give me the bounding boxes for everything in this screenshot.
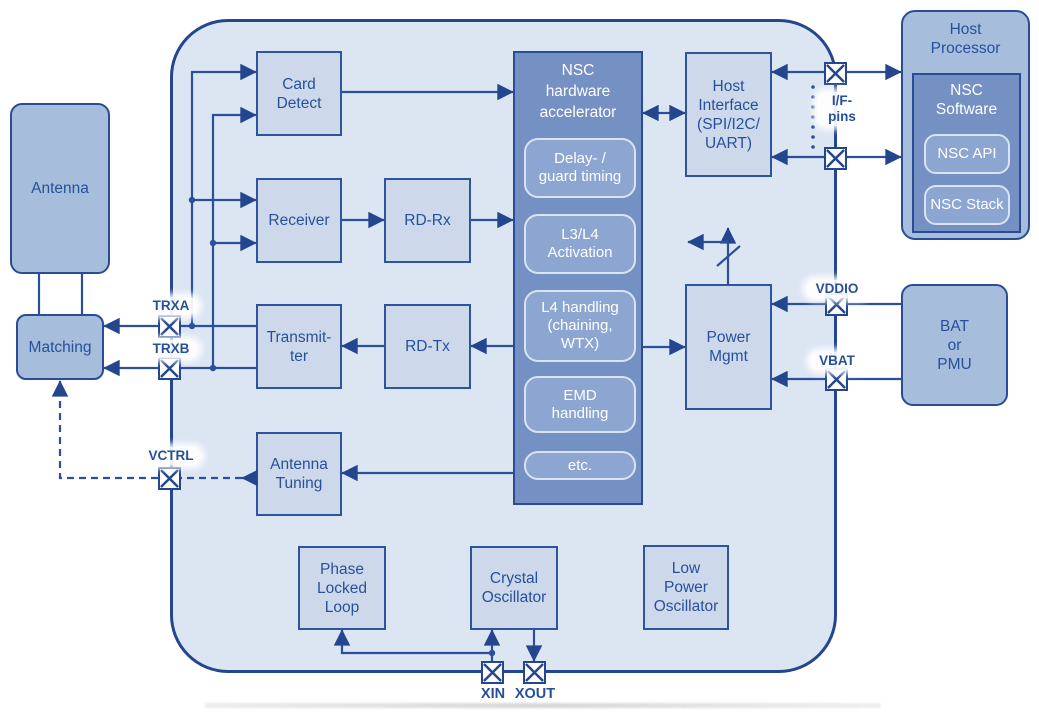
pin-vbat <box>824 367 848 391</box>
bat-or-pmu-label: BAT or PMU <box>937 317 972 373</box>
host-interface-block: Host Interface (SPI/I2C/ UART) <box>685 52 772 177</box>
low-power-oscillator-label: Low Power Oscillator <box>653 560 719 615</box>
pin-if-2 <box>823 146 847 170</box>
pin-trxb <box>158 356 181 380</box>
nsc-software-title: NSC Software <box>935 82 998 118</box>
cropped-caption-strip <box>205 703 881 708</box>
rd-tx-label: RD-Tx <box>405 338 450 355</box>
pin-label-trxa: TRXA <box>144 297 198 315</box>
antenna-label: Antenna <box>31 180 89 197</box>
antenna-tuning-label: Antenna Tuning <box>270 456 328 492</box>
receiver-label: Receiver <box>268 212 330 229</box>
nsc-software-block: NSC Software NSC API NSC Stack <box>912 73 1021 233</box>
antenna-tuning-block: Antenna Tuning <box>256 432 342 516</box>
accel-function-l4-handling: L4 handling (chaining, WTX) <box>524 290 636 362</box>
nsc-hardware-accelerator-block: NSC hardware accelerator Delay- / guard … <box>513 51 643 505</box>
matching-block: Matching <box>16 314 104 380</box>
pin-if-1 <box>823 61 847 85</box>
rd-rx-block: RD-Rx <box>384 178 471 263</box>
card-detect-label: Card Detect <box>276 75 322 112</box>
low-power-oscillator-block: Low Power Oscillator <box>643 545 729 630</box>
accel-function-delay-guard-timing: Delay- / guard timing <box>524 138 636 198</box>
host-processor-title: Host Processor <box>930 21 1001 57</box>
pin-label-vbat: VBAT <box>810 352 864 370</box>
pin-vctrl <box>158 466 181 490</box>
pin-xout <box>522 660 546 684</box>
nsc-api-block: NSC API <box>924 134 1010 174</box>
crystal-oscillator-label: Crystal Oscillator <box>481 570 547 606</box>
pin-trxa <box>158 314 181 338</box>
nsc-stack-block: NSC Stack <box>924 185 1010 225</box>
power-mgmt-label: Power Mgmt <box>706 329 751 365</box>
bat-or-pmu-block: BAT or PMU <box>901 284 1008 406</box>
crystal-oscillator-block: Crystal Oscillator <box>470 546 558 630</box>
rd-tx-block: RD-Tx <box>384 304 471 389</box>
transmitter-label: Transmit- ter <box>266 328 332 365</box>
pin-xin <box>480 660 504 684</box>
transmitter-block: Transmit- ter <box>256 304 342 389</box>
antenna-block: Antenna <box>10 103 110 274</box>
receiver-block: Receiver <box>256 178 342 263</box>
nsc-hardware-accelerator-title: NSC hardware accelerator <box>539 62 617 121</box>
card-detect-block: Card Detect <box>256 51 342 136</box>
accel-function-emd-handling: EMD handling <box>524 376 636 433</box>
phase-locked-loop-block: Phase Locked Loop <box>298 546 386 630</box>
host-interface-label: Host Interface (SPI/I2C/ UART) <box>697 77 760 152</box>
accel-function-etc: etc. <box>524 451 636 480</box>
pin-label-if-pins: I/F- pins <box>817 92 867 126</box>
pin-label-trxb: TRXB <box>144 340 198 358</box>
rd-rx-label: RD-Rx <box>404 212 451 229</box>
phase-locked-loop-label: Phase Locked Loop <box>317 560 367 616</box>
pin-label-vddio: VDDIO <box>806 280 868 298</box>
pin-label-xout: XOUT <box>514 686 556 702</box>
pin-label-vctrl: VCTRL <box>141 447 201 465</box>
pin-label-xin: XIN <box>480 686 506 702</box>
accel-function-l3-l4-activation: L3/L4 Activation <box>524 214 636 274</box>
power-mgmt-block: Power Mgmt <box>685 284 772 410</box>
host-processor-block: Host Processor NSC Software NSC API NSC … <box>901 10 1030 240</box>
matching-label: Matching <box>28 338 92 356</box>
